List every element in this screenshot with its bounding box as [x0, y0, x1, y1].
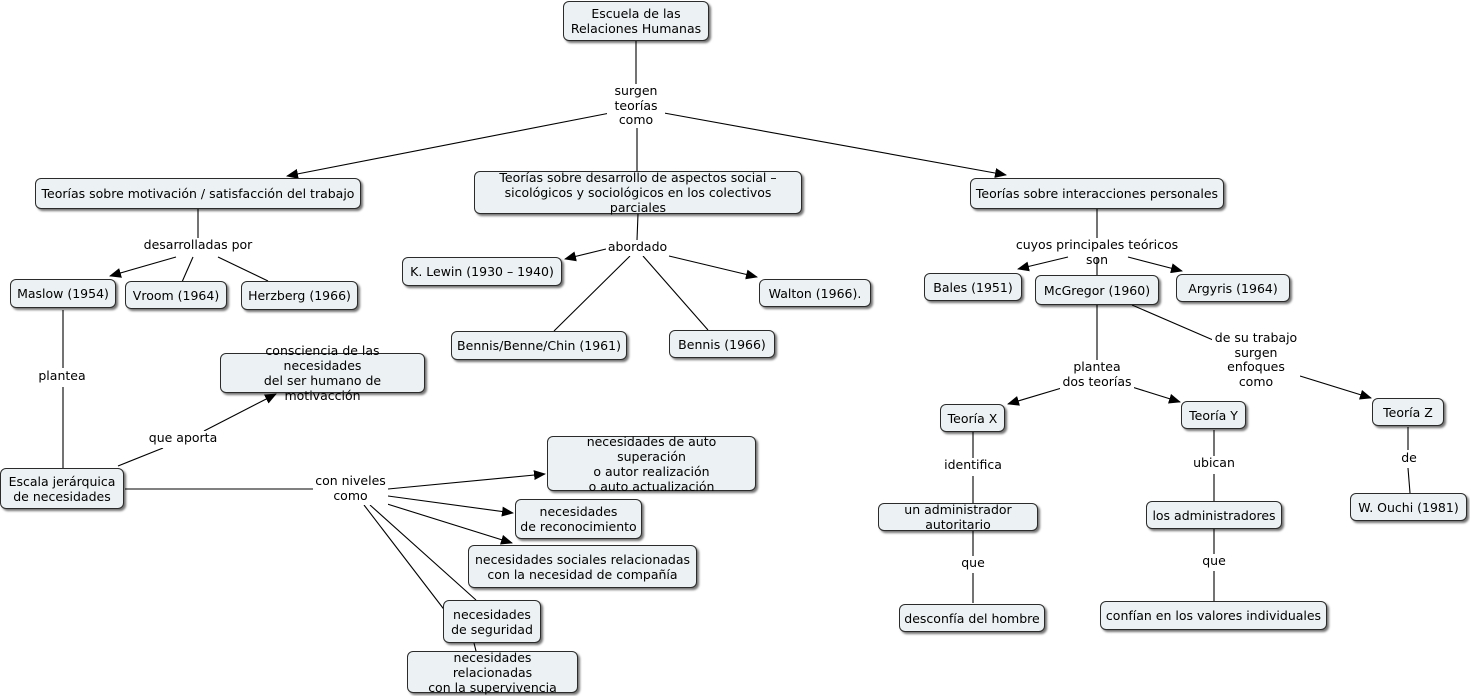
link-abordado-walton: [668, 255, 758, 280]
concept-ouchi[interactable]: W. Ouchi (1981): [1350, 493, 1467, 521]
link-label-plantea-maslow: plantea: [34, 368, 90, 386]
concept-argyris[interactable]: Argyris (1964): [1176, 274, 1290, 302]
link-label-que-y: que: [1199, 553, 1229, 571]
link-surgen-interacciones: [663, 112, 1007, 178]
link-label-ubican: ubican: [1188, 455, 1240, 473]
link-abordado-bennis: [642, 255, 709, 331]
link-abordado-lewin: [564, 248, 607, 262]
concept-teoria-z[interactable]: Teoría Z: [1372, 398, 1444, 426]
concept-seguridad[interactable]: necesidades de seguridad: [443, 600, 541, 643]
link-connivel-autosup: [387, 470, 546, 490]
link-desutrabajo-teoriaz: [1299, 375, 1372, 400]
concept-consciencia[interactable]: consciencia de las necesidades del ser h…: [220, 343, 425, 403]
concept-herzberg[interactable]: Herzberg (1966): [241, 281, 358, 310]
concept-bales[interactable]: Bales (1951): [924, 273, 1022, 301]
concept-sociales[interactable]: necesidades sociales relacionadas con la…: [468, 545, 697, 588]
link-cuyos-bales: [1017, 256, 1069, 272]
concept-motivacion[interactable]: Teorías sobre motivación / satisfacción …: [35, 178, 361, 209]
concept-teoria-x[interactable]: Teoría X: [940, 404, 1005, 432]
concept-escuela[interactable]: Escuela de las Relaciones Humanas: [563, 1, 709, 41]
concept-vroom[interactable]: Vroom (1964): [125, 281, 227, 309]
concept-mcgregor[interactable]: McGregor (1960): [1035, 275, 1159, 305]
concept-walton[interactable]: Walton (1966).: [759, 279, 871, 307]
link-label-de: de: [1398, 450, 1420, 468]
concept-escala[interactable]: Escala jerárquica de necesidades: [0, 468, 124, 509]
concept-interacciones[interactable]: Teorías sobre interacciones personales: [970, 178, 1224, 209]
concept-administradores[interactable]: los administradores: [1146, 501, 1282, 529]
concept-bennis[interactable]: Bennis (1966): [669, 330, 775, 358]
link-label-abordado: abordado: [606, 239, 669, 256]
link-desarrollo-abordado: [636, 213, 639, 241]
concept-maslow[interactable]: Maslow (1954): [10, 279, 116, 308]
link-connivel-seguridad: [369, 504, 477, 601]
link-label-cuyos: cuyos principales teóricos son: [1003, 237, 1191, 266]
concept-bennis-benne-chin[interactable]: Bennis/Benne/Chin (1961): [451, 331, 627, 360]
concept-confian[interactable]: confían en los valores individuales: [1100, 601, 1327, 630]
link-abordado-bennisbenne: [553, 255, 631, 332]
concept-teoria-y[interactable]: Teoría Y: [1181, 401, 1246, 429]
link-label-que-aporta: que aporta: [146, 430, 220, 448]
link-label-plantea-dos: plantea dos teorías: [1060, 359, 1134, 391]
link-connivel-reconoc: [387, 495, 514, 517]
concept-reconocimiento[interactable]: necesidades de reconocimiento: [515, 499, 642, 539]
link-label-surgen: surgen teorías como: [607, 83, 665, 128]
link-cuyos-argyris: [1127, 256, 1183, 274]
link-plantea-teoriay: [1131, 386, 1181, 404]
link-mcgregor-desutrabajo: [1131, 304, 1214, 341]
link-connivel-sociales: [383, 502, 513, 545]
link-label-desarrolladas: desarrolladas por: [142, 237, 254, 256]
link-desarrolladas-vroom: [181, 256, 194, 283]
concept-auto-superacion[interactable]: necesidades de auto superación o autor r…: [547, 434, 756, 494]
link-escala-queaporta: [117, 447, 164, 467]
link-surgen-motivacion: [286, 112, 611, 179]
link-label-que-x: que: [958, 555, 988, 573]
concept-supervivencia[interactable]: necesidades relacionadas con la superviv…: [407, 650, 578, 695]
link-label-con-niveles: con niveles como: [313, 473, 388, 505]
link-label-identifica: identifica: [940, 457, 1006, 475]
link-desarrolladas-maslow: [109, 256, 177, 278]
concept-admin-autoritario[interactable]: un administrador autoritario: [878, 502, 1038, 532]
concept-lewin[interactable]: K. Lewin (1930 – 1940): [402, 257, 562, 286]
link-queaporta-consciencia: [203, 393, 277, 432]
link-label-de-su-trabajo: de su trabajo surgen enfoques como: [1212, 330, 1300, 390]
link-seguridad-supervivencia: [473, 642, 477, 652]
link-connivel-supervivencia: [363, 504, 447, 613]
concept-desconfia[interactable]: desconfía del hombre: [899, 604, 1045, 632]
link-desarrolladas-herzberg: [217, 256, 269, 282]
link-plantea-teoriax: [1007, 386, 1066, 406]
link-de-ouchi: [1407, 467, 1411, 494]
concept-desarrollo[interactable]: Teorías sobre desarrollo de aspectos soc…: [474, 170, 802, 215]
